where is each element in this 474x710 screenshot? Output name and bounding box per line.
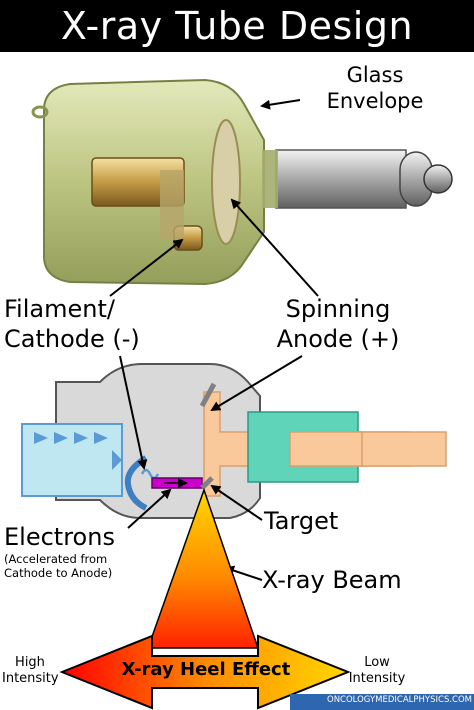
label-filament-line-1: Filament/ xyxy=(4,295,115,323)
target-upper xyxy=(199,382,217,408)
cathode-cup xyxy=(124,455,148,511)
label-high-intensity: High Intensity xyxy=(2,655,59,687)
pointer-filament-schematic xyxy=(119,355,148,470)
credit-bar xyxy=(290,694,474,710)
label-high-line-1: High xyxy=(15,655,45,670)
pointer-anode-photo xyxy=(230,198,319,297)
label-glass-line-2: Envelope xyxy=(326,89,424,113)
anode-shaft xyxy=(359,431,447,467)
target-lower xyxy=(200,476,214,490)
label-glass-line-1: Glass xyxy=(346,63,404,87)
label-anode-line-1: Spinning xyxy=(285,295,391,323)
label-target: Target xyxy=(264,507,339,535)
rotor-housing xyxy=(275,149,407,209)
label-glass-envelope: Glass Envelope xyxy=(300,62,450,114)
title-bar xyxy=(0,0,474,52)
label-electrons: Electrons xyxy=(4,523,115,551)
label-electrons-note-line-2: Cathode to Anode) xyxy=(4,566,113,580)
label-electrons-note: (Accelerated from Cathode to Anode) xyxy=(4,552,182,580)
label-heel-effect: X-ray Heel Effect xyxy=(121,659,291,680)
electron-arrow-3 xyxy=(74,432,88,444)
xray-tube-photo xyxy=(0,52,474,290)
pointer-electrons xyxy=(127,488,172,529)
label-low-line-2: Intensity xyxy=(348,671,406,686)
heel-effect-arrow xyxy=(59,634,351,710)
glass-hook xyxy=(31,105,49,119)
label-low-line-1: Low xyxy=(364,655,390,670)
tube-schematic xyxy=(21,363,447,519)
electron-arrow-4 xyxy=(94,432,108,444)
label-electrons-note-line-1: (Accelerated from xyxy=(4,552,108,566)
label-high-line-2: Intensity xyxy=(2,671,59,686)
label-anode-line-2: Anode (+) xyxy=(276,325,400,353)
label-low-intensity: Low Intensity xyxy=(348,655,406,687)
label-xray-beam: X-ray Beam xyxy=(262,566,402,594)
label-filament-line-2: Cathode (-) xyxy=(4,325,140,353)
electron-arrow-5 xyxy=(112,450,122,470)
pointer-anode-schematic xyxy=(210,355,303,412)
credit-text: ONCOLOGYMEDICALPHYSICS.COM xyxy=(327,695,472,705)
anode-disc-photo xyxy=(211,119,241,245)
page-title: X-ray Tube Design xyxy=(60,4,414,48)
label-filament-cathode: Filament/ Cathode (-) xyxy=(4,294,194,354)
label-spinning-anode: Spinning Anode (+) xyxy=(268,294,408,354)
xray-beam xyxy=(146,487,260,649)
pointer-glass-envelope xyxy=(260,99,301,110)
pointer-target xyxy=(210,484,263,521)
rotor-cap xyxy=(423,164,453,194)
pointer-filament-photo xyxy=(109,238,184,297)
anode-stem-photo xyxy=(160,170,184,240)
electron-arrow-1 xyxy=(34,432,48,444)
electron-arrow-2 xyxy=(54,432,68,444)
